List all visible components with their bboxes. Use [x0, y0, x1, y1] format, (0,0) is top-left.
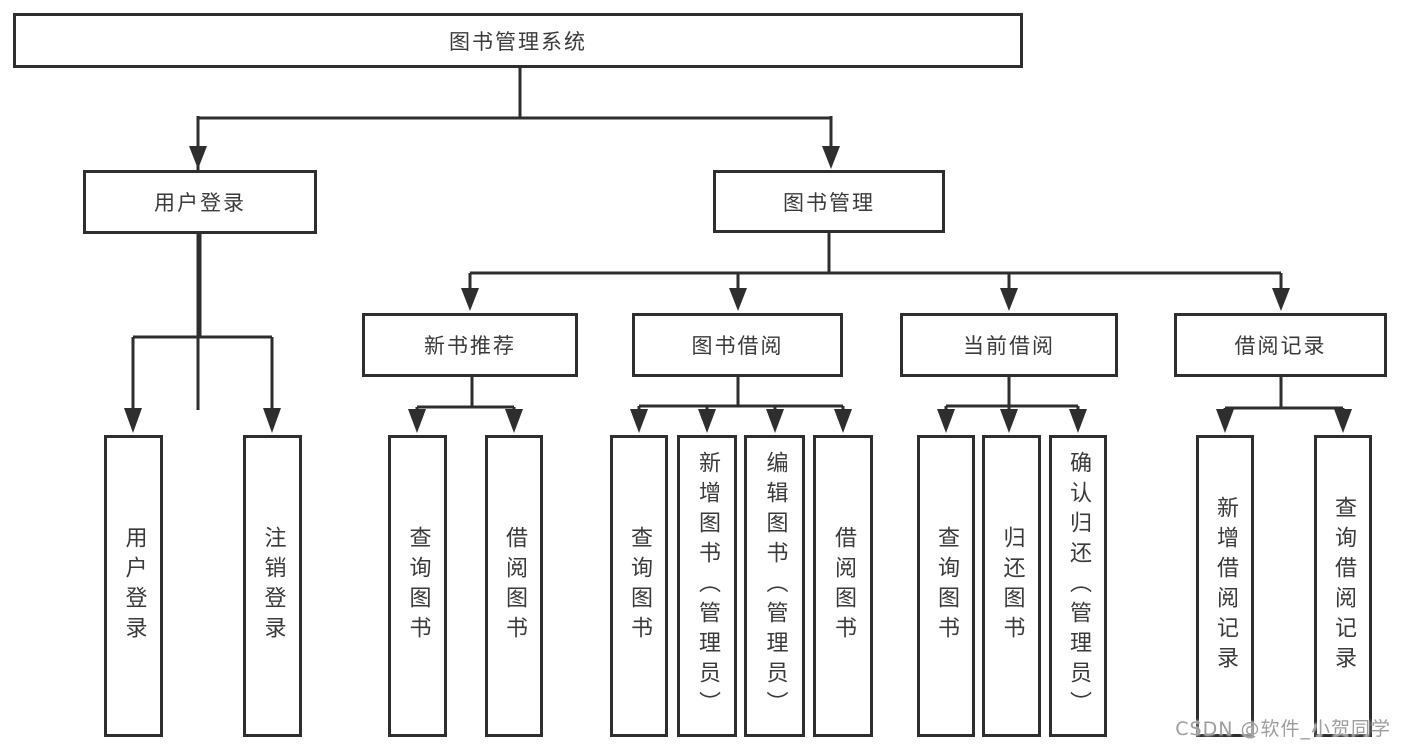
arrowhead	[189, 146, 207, 169]
node-leaf-query-books: 查询图书	[388, 435, 447, 737]
branch-new-book	[408, 376, 523, 433]
arrowhead	[1334, 409, 1352, 433]
arrowhead	[1216, 409, 1234, 433]
branch-book-mgmt	[461, 232, 1290, 311]
node-leaf-confirm-return-admin: 确认归还（管理员）	[1049, 435, 1107, 737]
arrowhead	[1272, 288, 1290, 311]
node-user-login: 用户登录	[83, 170, 317, 234]
node-label: 归还图书	[999, 526, 1025, 646]
node-label: 借阅记录	[1234, 334, 1327, 358]
node-label: 用户登录	[121, 526, 147, 646]
arrowhead	[1000, 409, 1018, 433]
node-new-book-recommendation: 新书推荐	[362, 313, 578, 377]
node-label: 图书管理系统	[449, 29, 587, 54]
arrowhead	[1000, 288, 1018, 311]
node-leaf-user-login: 用户登录	[104, 435, 163, 737]
arrowhead	[698, 409, 716, 433]
arrowhead	[630, 409, 648, 433]
node-label: 查询图书	[405, 526, 431, 646]
arrowhead	[729, 288, 747, 311]
node-leaf-query-books: 查询图书	[610, 435, 668, 737]
arrowhead	[1069, 409, 1087, 433]
node-borrowing-records: 借阅记录	[1174, 313, 1387, 377]
node-label: 注销登录	[260, 526, 286, 646]
node-label: 查询图书	[934, 526, 959, 646]
arrowhead	[834, 409, 852, 433]
node-label: 编辑图书（管理员）	[762, 451, 788, 721]
node-label: 确认归还（管理员）	[1066, 451, 1091, 721]
node-library-management-system: 图书管理系统	[13, 13, 1023, 68]
node-label: 新增图书（管理员）	[695, 451, 720, 721]
node-label: 图书借阅	[691, 334, 784, 358]
node-leaf-add-books-admin: 新增图书（管理员）	[677, 435, 737, 737]
arrowhead	[505, 409, 523, 433]
arrowhead	[408, 409, 426, 433]
node-label: 查询借阅记录	[1331, 496, 1356, 676]
node-label: 新书推荐	[424, 334, 516, 358]
branch-root	[189, 67, 840, 410]
branch-record	[1216, 376, 1352, 433]
arrowhead	[937, 409, 955, 433]
node-label: 借阅图书	[502, 526, 527, 646]
node-book-borrowing: 图书借阅	[632, 313, 843, 377]
node-label: 查询图书	[627, 526, 652, 646]
node-label: 借阅图书	[831, 526, 856, 646]
node-label: 新增借阅记录	[1213, 496, 1238, 676]
branch-borrow	[630, 376, 852, 433]
arrowhead	[124, 408, 142, 433]
node-leaf-query-borrow-record: 查询借阅记录	[1314, 435, 1372, 737]
node-label: 用户登录	[154, 191, 246, 215]
node-current-borrowing: 当前借阅	[900, 313, 1118, 377]
branch-current	[937, 376, 1087, 433]
node-leaf-borrow-books: 借阅图书	[485, 435, 543, 737]
csdn-watermark: CSDN @软件_小贺同学	[1175, 718, 1391, 740]
node-leaf-return-books: 归还图书	[982, 435, 1041, 737]
node-leaf-edit-books-admin: 编辑图书（管理员）	[744, 435, 805, 737]
node-label: 当前借阅	[963, 334, 1055, 358]
arrowhead	[822, 146, 840, 169]
branch-user-login	[124, 233, 281, 433]
arrowhead	[766, 409, 784, 433]
node-book-management: 图书管理	[713, 170, 945, 233]
node-leaf-borrow-books: 借阅图书	[813, 435, 873, 737]
arrowhead	[461, 288, 479, 311]
node-leaf-add-borrow-record: 新增借阅记录	[1196, 435, 1254, 737]
node-label: 图书管理	[783, 190, 875, 215]
node-leaf-logout: 注销登录	[243, 435, 302, 737]
node-leaf-query-books: 查询图书	[917, 435, 975, 737]
arrowhead	[263, 408, 281, 433]
